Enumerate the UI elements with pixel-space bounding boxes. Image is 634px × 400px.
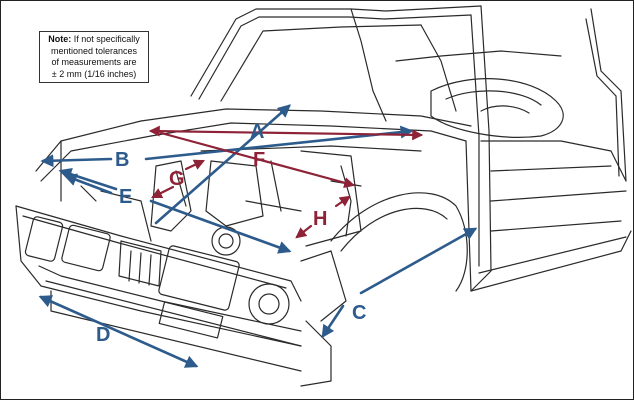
note-prefix: Note: <box>48 34 72 44</box>
label-d: D <box>96 324 110 346</box>
tolerance-note: Note: If not specifically mentioned tole… <box>39 31 149 83</box>
arrow-c-upper <box>359 227 478 295</box>
arrow-h-lower <box>295 224 313 239</box>
arrow-h-upper <box>334 195 351 208</box>
label-h: H <box>313 208 327 230</box>
label-f: F <box>253 149 265 171</box>
arrow-f-lower <box>159 131 356 189</box>
arrow-e-left <box>63 173 113 195</box>
note-line-3: of measurements are <box>51 57 137 67</box>
label-c: C <box>352 302 366 324</box>
car-body-line-art <box>15 5 632 387</box>
label-a: A <box>250 121 264 143</box>
note-line-4: ± 2 mm (1/16 inches) <box>51 68 137 79</box>
arrow-e <box>149 199 292 254</box>
label-g: G <box>169 168 185 190</box>
arrow-f-upper <box>148 125 424 141</box>
note-line-2: mentioned tolerances <box>50 45 138 56</box>
note-line-1: If not specifically <box>73 34 140 44</box>
label-b: B <box>115 149 129 171</box>
letter-labels: A B C D E F G H <box>96 121 366 346</box>
arrow-d <box>38 295 199 368</box>
arrow-c-lower <box>321 304 345 339</box>
arrow-a <box>154 104 291 225</box>
arrow-b-left <box>40 154 113 168</box>
arrow-g-upper <box>184 159 205 171</box>
label-e: E <box>119 186 132 208</box>
arrow-b-lower <box>58 168 118 191</box>
red-measurement-arrows <box>148 125 424 239</box>
arrow-g-lower <box>151 185 175 199</box>
